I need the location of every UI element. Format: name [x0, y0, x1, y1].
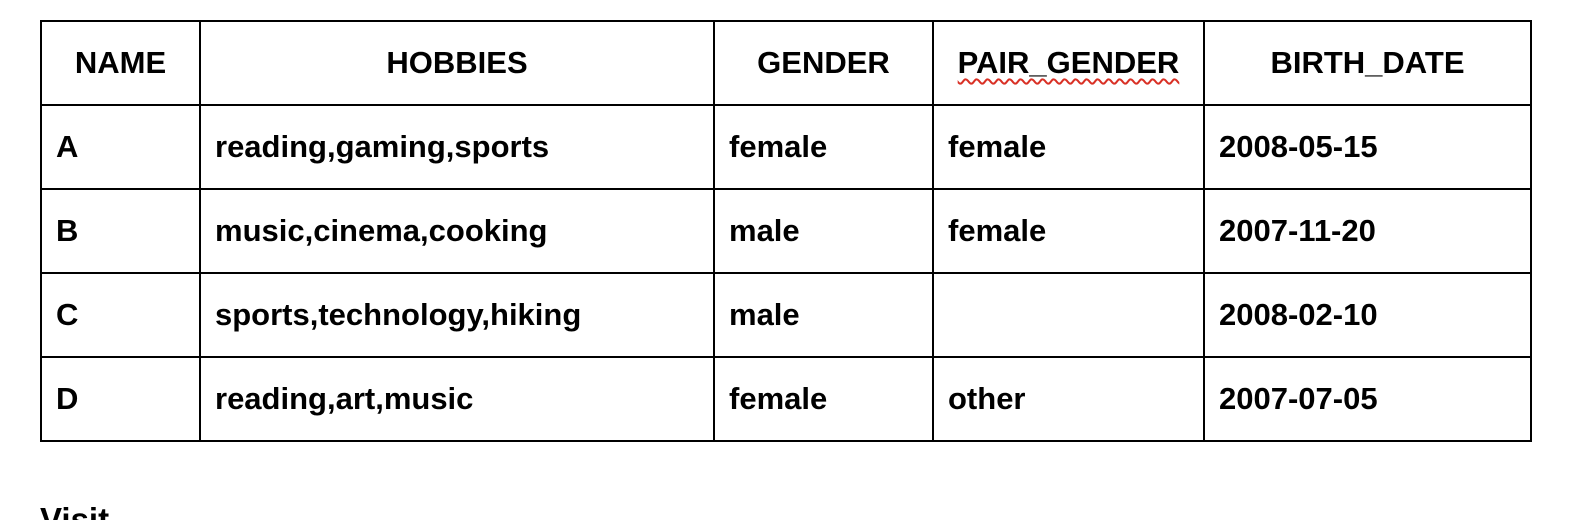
cell-hobbies: reading,art,music [199, 356, 715, 442]
cell-name: A [40, 104, 201, 190]
cell-name: B [40, 188, 201, 274]
spellcheck-marked-text: PAIR_GENDER [957, 45, 1180, 80]
cell-gender: male [713, 188, 934, 274]
table-row: B music,cinema,cooking male female 2007-… [40, 188, 1532, 274]
header-pair-gender: PAIR_GENDER [932, 20, 1205, 106]
cell-pair-gender: female [932, 104, 1205, 190]
cell-birth-date: 2008-05-15 [1203, 104, 1532, 190]
header-birth-date: BIRTH_DATE [1203, 20, 1532, 106]
cell-pair-gender: female [932, 188, 1205, 274]
table-row: D reading,art,music female other 2007-07… [40, 356, 1532, 442]
cell-pair-gender [932, 272, 1205, 358]
cell-birth-date: 2007-07-05 [1203, 356, 1532, 442]
cell-gender: female [713, 104, 934, 190]
cell-pair-gender: other [932, 356, 1205, 442]
cell-hobbies: reading,gaming,sports [199, 104, 715, 190]
section-heading: Visit [40, 501, 110, 520]
cell-gender: female [713, 356, 934, 442]
header-gender: GENDER [713, 20, 934, 106]
header-row: NAME HOBBIES GENDER PAIR_GENDER BIRTH_DA… [40, 20, 1532, 106]
cell-name: C [40, 272, 201, 358]
cell-gender: male [713, 272, 934, 358]
table-row: C sports,technology,hiking male 2008-02-… [40, 272, 1532, 358]
header-name: NAME [40, 20, 201, 106]
cell-hobbies: music,cinema,cooking [199, 188, 715, 274]
users-table: NAME HOBBIES GENDER PAIR_GENDER BIRTH_DA… [40, 20, 1532, 442]
cell-hobbies: sports,technology,hiking [199, 272, 715, 358]
cell-birth-date: 2008-02-10 [1203, 272, 1532, 358]
cell-name: D [40, 356, 201, 442]
cell-birth-date: 2007-11-20 [1203, 188, 1532, 274]
table-row: A reading,gaming,sports female female 20… [40, 104, 1532, 190]
header-hobbies: HOBBIES [199, 20, 715, 106]
